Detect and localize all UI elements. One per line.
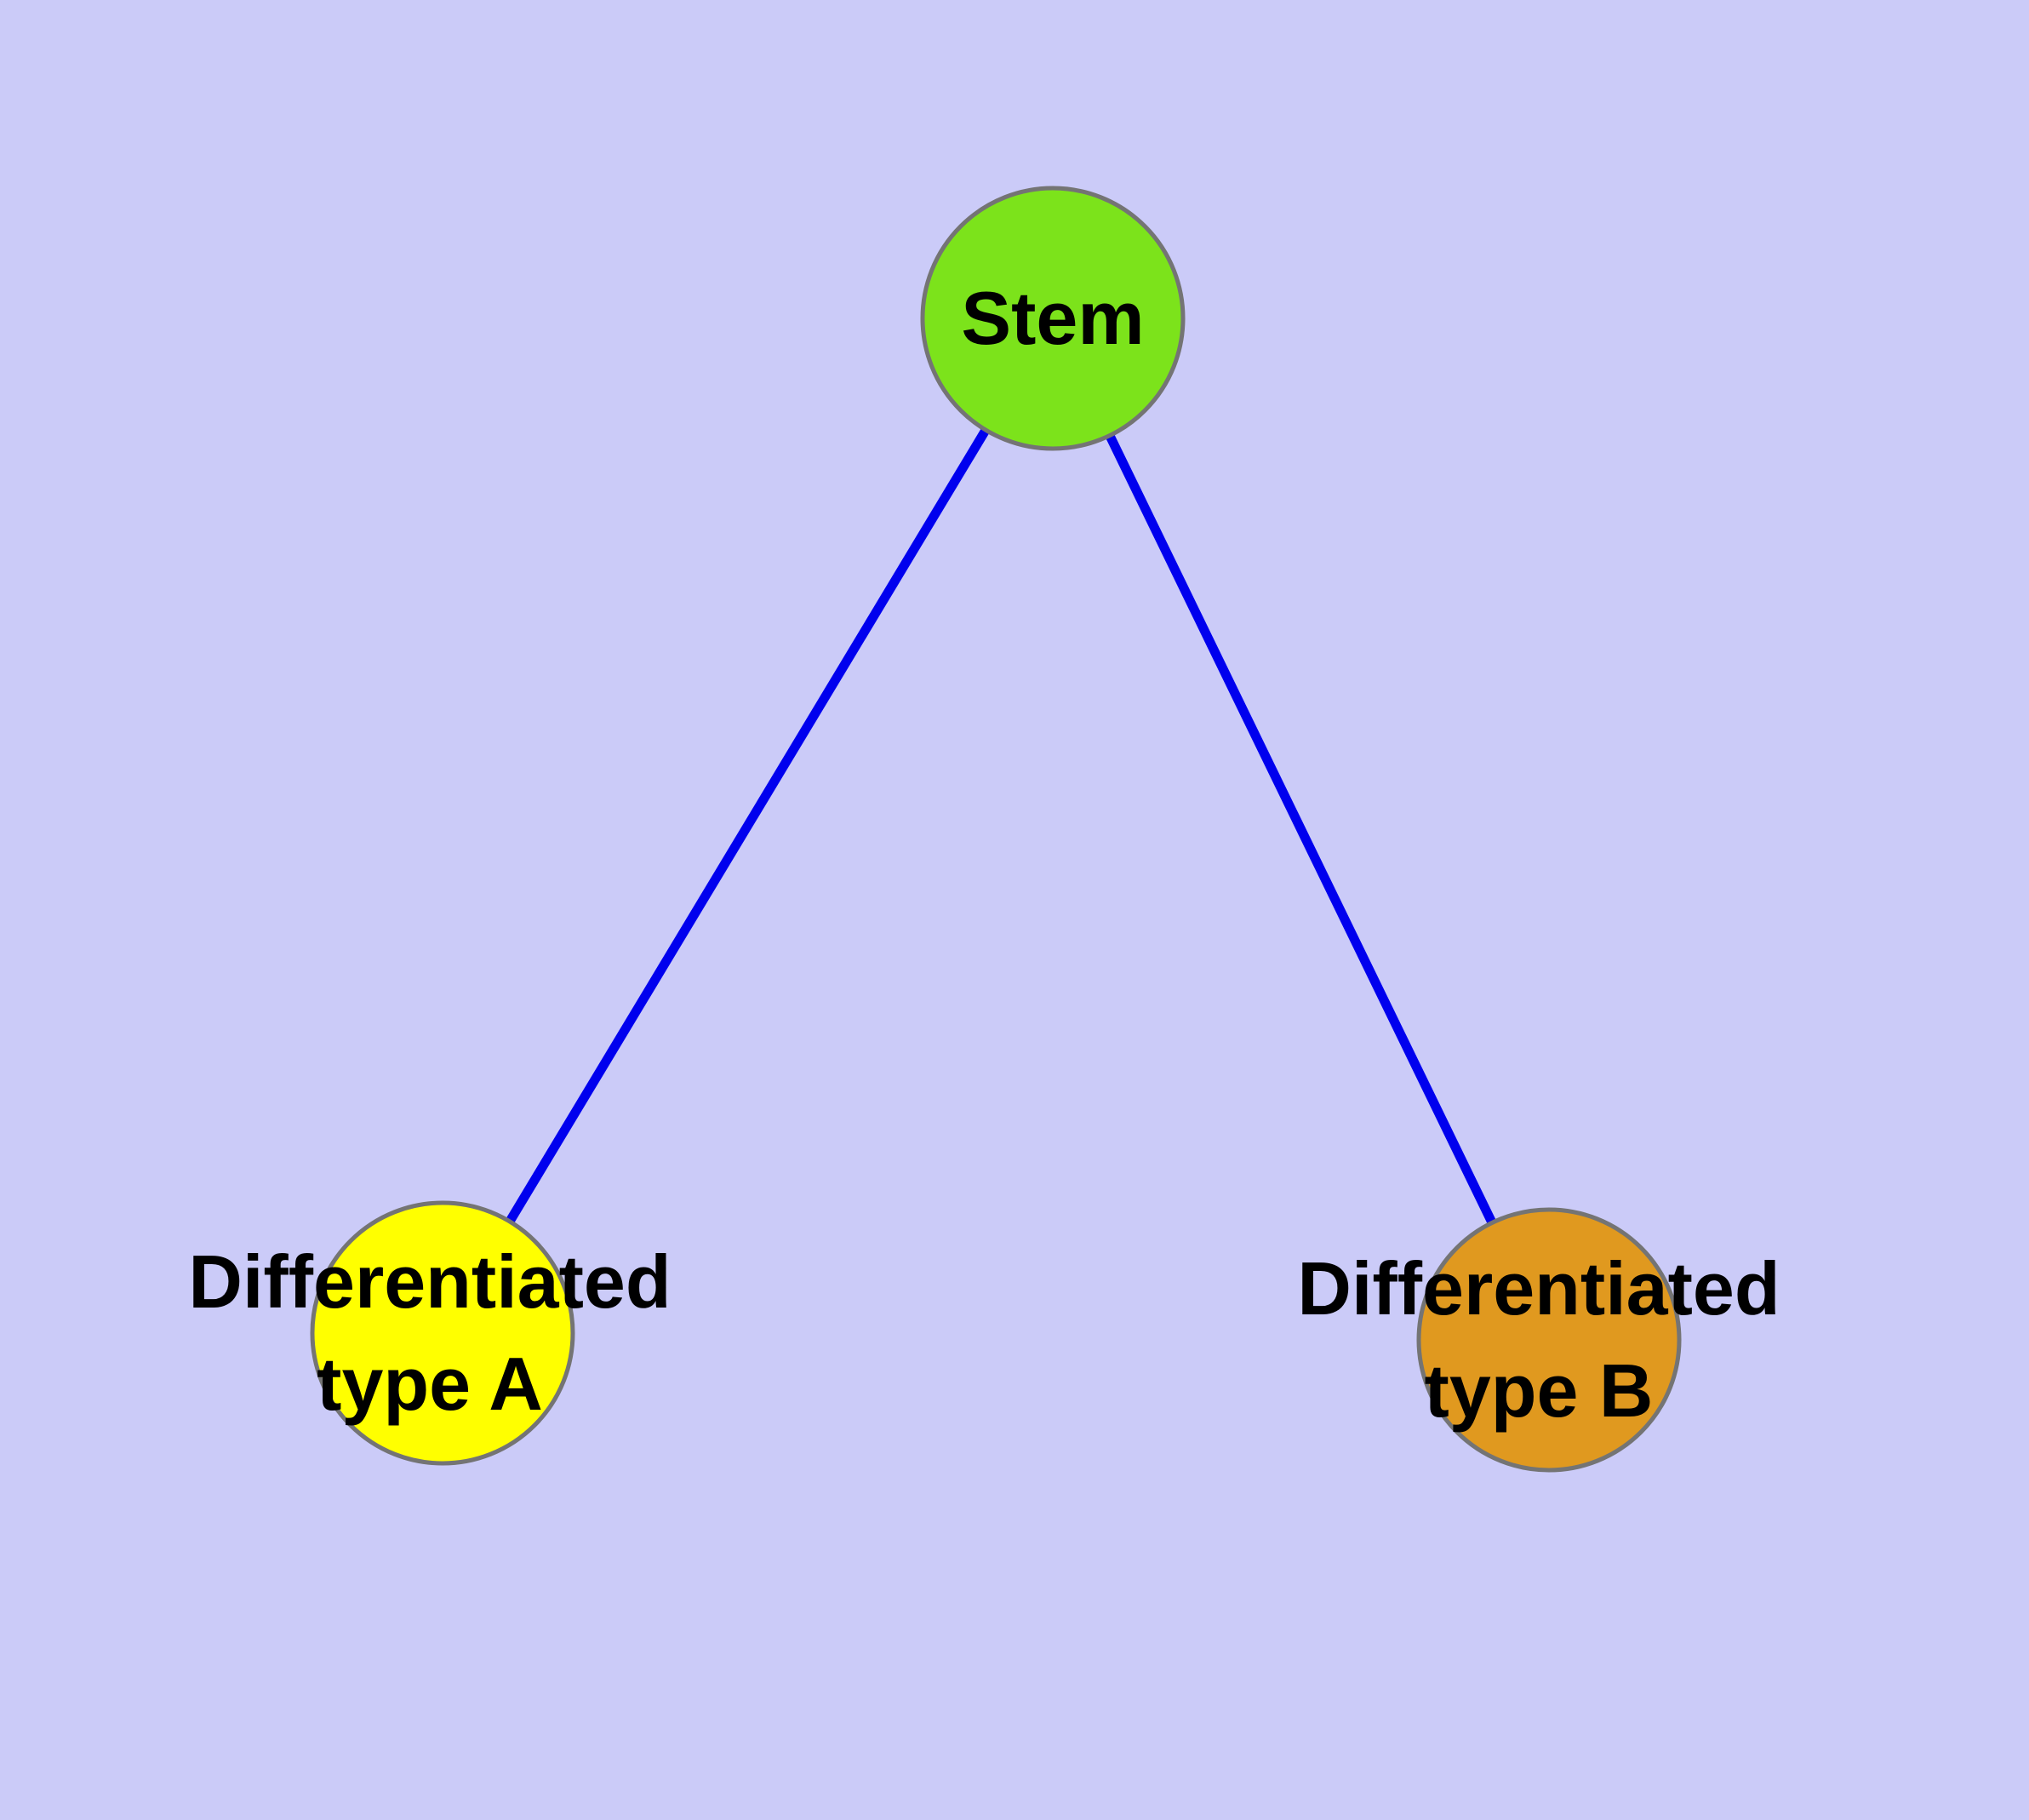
stem-node	[920, 186, 1186, 451]
edge-stem-to-type-a	[438, 316, 1057, 1336]
type-a-node	[310, 1200, 575, 1466]
type-b-node	[1416, 1207, 1682, 1473]
edge-stem-to-type-b	[1049, 316, 1553, 1342]
